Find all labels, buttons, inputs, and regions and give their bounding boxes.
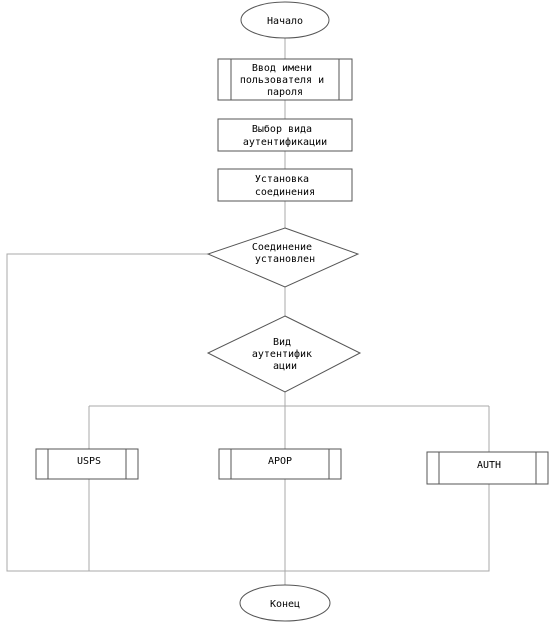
select-auth-label: Выбор вида аутентификации: [243, 123, 327, 148]
connection-decision-label: Соединение установлен: [252, 242, 318, 265]
end-terminator: Конец: [239, 584, 331, 622]
connectors: [6, 38, 490, 585]
usps-process: USPS: [35, 448, 139, 480]
input-step-label: Ввод имени пользователя и пароля: [240, 63, 330, 98]
auth-type-decision-label: Вид аутентифик ации: [252, 337, 318, 372]
edge-decision-no-loop: [6, 253, 285, 572]
input-step-line-3: пароля: [267, 87, 303, 98]
select-auth-step: Выбор вида аутентификации: [217, 118, 353, 152]
connect-step: Установка соединения: [217, 168, 353, 202]
start-terminator: Начало: [240, 1, 330, 39]
connect-step-line-1: Установка: [255, 174, 309, 185]
auth-type-decision-line-1: Вид: [273, 337, 291, 348]
connect-step-line-2: соединения: [255, 187, 315, 198]
auth-label: AUTH: [477, 460, 501, 471]
connection-decision-line-1: Соединение: [252, 242, 312, 253]
start-label: Начало: [267, 16, 303, 27]
edge-auth-down: [285, 484, 490, 572]
select-auth-line-2: аутентификации: [243, 136, 327, 148]
input-step-line-1: Ввод имени: [252, 63, 312, 74]
apop-label: APOP: [268, 456, 292, 467]
end-label: Конец: [270, 599, 300, 610]
auth-type-decision-line-3: ации: [273, 361, 297, 372]
usps-label: USPS: [77, 456, 101, 467]
auth-type-decision-line-2: аутентифик: [252, 348, 312, 360]
input-step: Ввод имени пользователя и пароля: [217, 58, 353, 101]
connect-step-label: Установка соединения: [255, 174, 315, 198]
apop-process: APOP: [218, 448, 342, 480]
input-step-line-2: пользователя и: [240, 75, 324, 86]
auth-process: AUTH: [426, 451, 549, 485]
select-auth-line-1: Выбор вида: [252, 123, 312, 135]
connection-decision: Соединение установлен: [206, 227, 360, 288]
connection-decision-line-2: установлен: [255, 254, 315, 265]
auth-type-decision: Вид аутентифик ации: [206, 315, 362, 393]
